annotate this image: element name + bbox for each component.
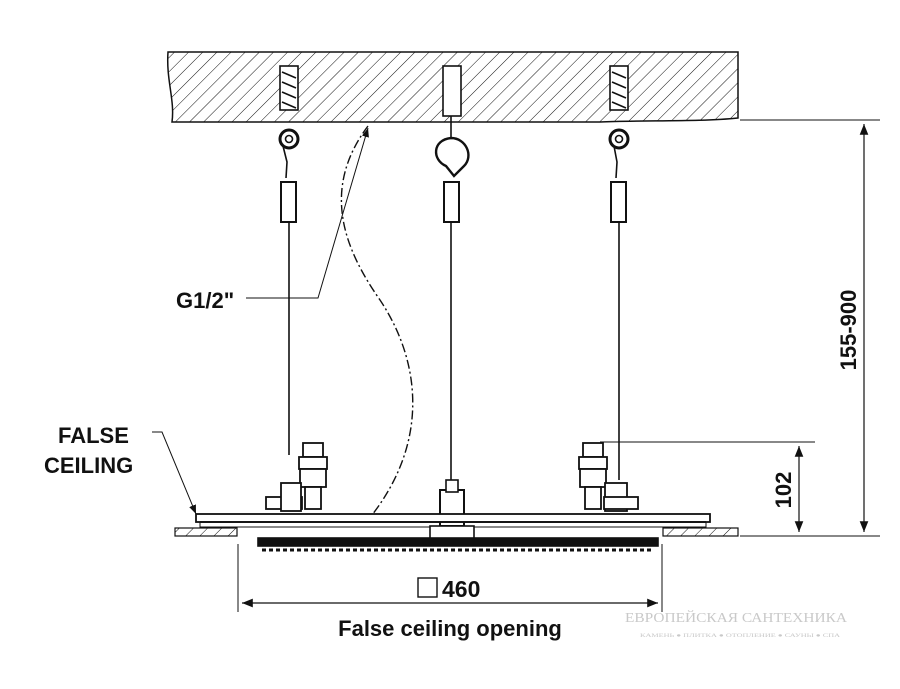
left-valve xyxy=(265,442,328,512)
false-ceiling-label-line2: CEILING xyxy=(44,453,133,478)
dimension-opening xyxy=(237,544,663,612)
opening-caption: False ceiling opening xyxy=(338,616,562,641)
false-ceiling-label-line1: FALSE xyxy=(58,423,129,448)
watermark-title: ЕВРОПЕЙСКАЯ САНТЕХНИКА xyxy=(625,609,848,626)
suspension-range-label: 155-900 xyxy=(836,290,861,371)
square-symbol-icon xyxy=(417,577,438,598)
right-valve xyxy=(578,442,639,512)
leader-lines xyxy=(152,127,369,515)
pipe-thread-label: G1/2" xyxy=(176,288,234,313)
flexible-hose xyxy=(340,125,414,516)
left-hanger xyxy=(278,65,300,455)
right-hanger xyxy=(608,65,630,480)
shower-head xyxy=(257,525,659,552)
false-ceiling xyxy=(174,527,739,537)
dimension-suspension xyxy=(740,119,880,537)
plate-height-label: 102 xyxy=(771,472,796,509)
opening-size-label: 460 xyxy=(442,576,480,602)
watermark-subtitle: КАМЕНЬ ● ПЛИТКА ● ОТОПЛЕНИЕ ● САУНЫ ● СП… xyxy=(640,633,840,639)
center-hanger xyxy=(434,65,470,527)
dimension-plate-height xyxy=(600,441,815,532)
